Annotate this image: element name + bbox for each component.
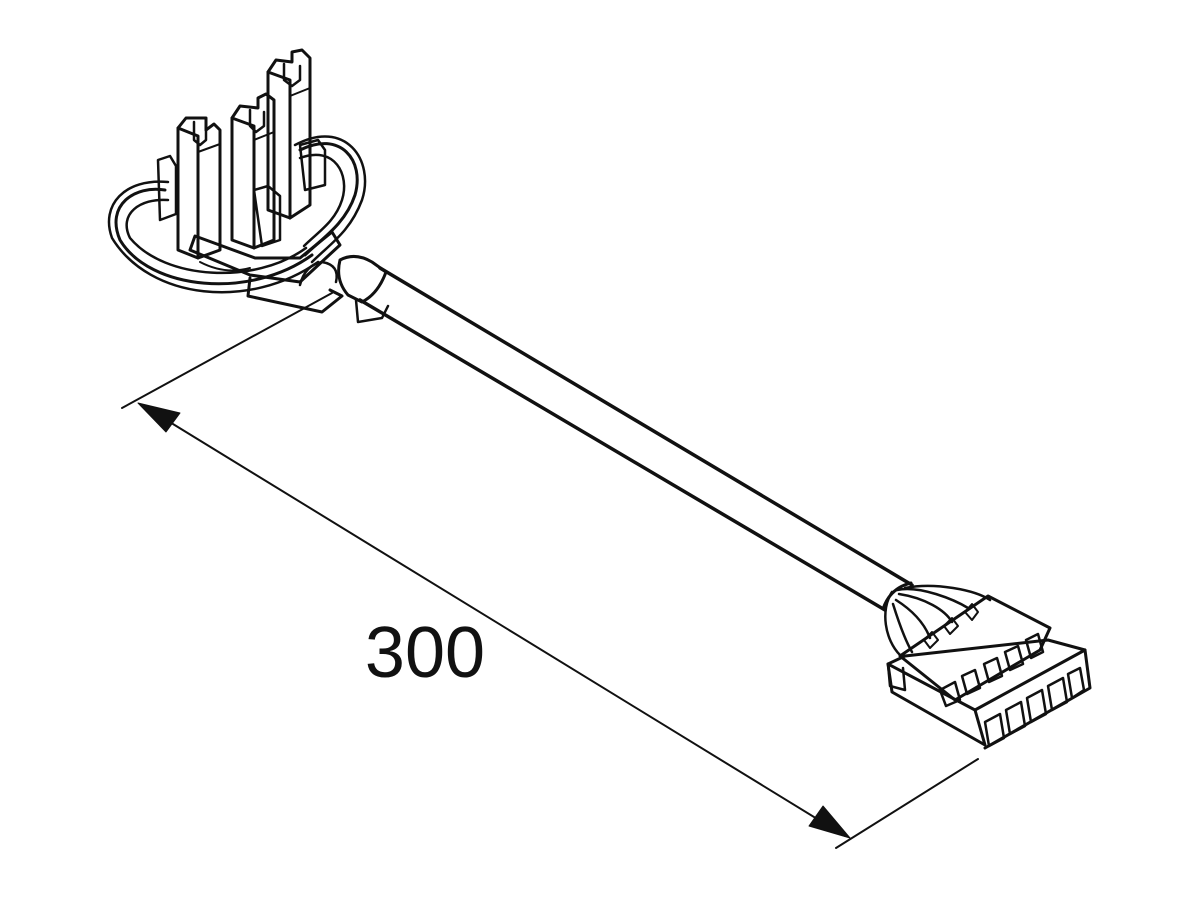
arrowhead-left [137,402,181,433]
fork-terminal [230,116,256,250]
dimension-label: 300 [364,613,486,693]
socket [1025,688,1048,724]
cable-edge-upper [378,266,914,587]
arrowhead-right [808,805,851,839]
extension-line-left [121,292,333,409]
socket [1046,676,1069,712]
cable-end-cap [881,581,913,611]
socket [1004,700,1027,736]
strain-relief-sleeve [337,255,388,304]
terminal-block-connector [107,48,367,314]
latch-teeth [938,680,962,708]
wire-strands [884,590,902,657]
dimension-line-body [141,404,846,837]
socket [983,712,1006,748]
wire-loop [114,187,314,286]
connector-base [188,230,342,284]
dimension-line [121,292,979,849]
plug-connector [884,584,1092,750]
extension-line-right [835,758,979,849]
cable-edge-lower [358,298,887,612]
socket [1066,666,1086,700]
cable [337,255,914,612]
